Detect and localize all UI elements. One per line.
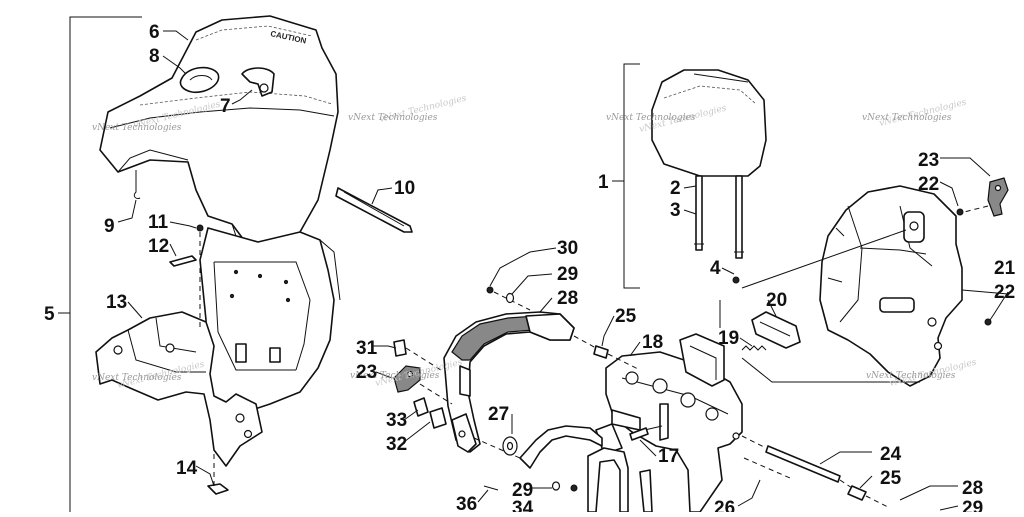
callout-26: 26 [714, 498, 735, 512]
callout-21: 21 [994, 258, 1016, 279]
leader-panel-top [741, 229, 907, 289]
callout-34: 34 [512, 498, 534, 512]
callout-29-bottom: 29 [512, 480, 533, 501]
callout-12: 12 [148, 236, 169, 257]
bushing-part-25-bottom [839, 479, 891, 509]
callout-13: 13 [106, 292, 127, 313]
callout-20: 20 [766, 290, 787, 311]
watermark: vNext Technologies [862, 113, 952, 123]
watermark: vNext Technologies [348, 113, 438, 123]
callout-22-right: 22 [994, 282, 1015, 303]
callout-22-top: 22 [918, 174, 939, 195]
backrest-frame-18 [595, 333, 743, 513]
callout-9: 9 [104, 216, 115, 237]
callout-leaders [117, 30, 1009, 511]
bracket-5 [58, 16, 142, 512]
callout-3: 3 [670, 200, 681, 221]
callout-17: 17 [658, 446, 679, 467]
callout-1: 1 [598, 172, 609, 193]
watermark: vNext Technologies [606, 113, 696, 123]
callout-29-top: 29 [557, 264, 578, 285]
strap-part-10 [335, 187, 413, 233]
callout-11: 11 [148, 212, 169, 233]
mount-bracket-13 [95, 311, 263, 467]
callout-5: 5 [44, 304, 55, 325]
seat-part-6: CAUTION [99, 15, 339, 256]
bolt-part-11 [196, 224, 204, 330]
callout-27: 27 [488, 404, 509, 425]
washer-part-29-bottom [551, 481, 561, 491]
callout-8: 8 [149, 46, 160, 67]
rod-part-24 [741, 435, 841, 483]
knob-part-4 [732, 276, 740, 284]
callout-6: 6 [149, 22, 160, 43]
leader-panel-bottom [741, 357, 920, 383]
plate-part-14 [207, 452, 229, 495]
callout-30: 30 [557, 238, 578, 259]
callout-25-top: 25 [615, 306, 637, 327]
rod-part-26 [743, 457, 791, 479]
washer-part-29-top [505, 292, 515, 304]
watermark: vNext Technologies [92, 373, 182, 383]
clip-part-31 [393, 339, 445, 373]
plate-part-32 [429, 407, 447, 429]
watermark: vNext Technologies [350, 371, 440, 381]
spring-part-19 [741, 345, 767, 351]
screw-part-22-right [984, 318, 992, 326]
callout-28-right: 28 [962, 478, 983, 499]
callout-4: 4 [710, 258, 721, 279]
seat-base-frame [199, 227, 341, 421]
screw-part-22-top [956, 208, 964, 216]
bracket-1 [612, 63, 640, 289]
callout-23-center: 23 [356, 362, 377, 383]
callout-18: 18 [642, 332, 663, 353]
nut-part-34 [570, 484, 578, 492]
callout-31: 31 [356, 338, 378, 359]
axis-center-latch [419, 383, 521, 459]
callout-23-right: 23 [918, 150, 939, 171]
back-panel-21 [819, 185, 963, 387]
seat-recess-8 [179, 66, 220, 94]
callout-24: 24 [880, 444, 902, 465]
tray-part-20 [751, 311, 801, 349]
callout-7: 7 [220, 96, 231, 117]
watermark: vNext Technologies [866, 371, 956, 381]
callout-32: 32 [386, 434, 407, 455]
latch-part-23-right [963, 177, 1009, 217]
washer-part-27 [502, 436, 518, 456]
pin-part-17 [629, 427, 649, 441]
armrest-part-28 [443, 311, 575, 453]
callout-33: 33 [386, 410, 407, 431]
pin-part-36 [483, 485, 499, 491]
headrest-part-2 [651, 69, 767, 259]
callout-29-right: 29 [962, 498, 983, 512]
callout-28-left: 28 [557, 288, 578, 309]
clip-part-12 [169, 255, 197, 267]
callout-10: 10 [394, 178, 415, 199]
watermark: vNext Technologies [92, 123, 182, 133]
callout-14: 14 [176, 458, 198, 479]
bushing-part-25-top [573, 335, 641, 371]
washer-part-33 [413, 397, 429, 417]
callout-19: 19 [718, 328, 739, 349]
callout-25-bottom: 25 [880, 468, 902, 489]
callout-2: 2 [670, 178, 681, 199]
latch-part-23-center [393, 365, 421, 393]
callout-36: 36 [456, 494, 477, 512]
